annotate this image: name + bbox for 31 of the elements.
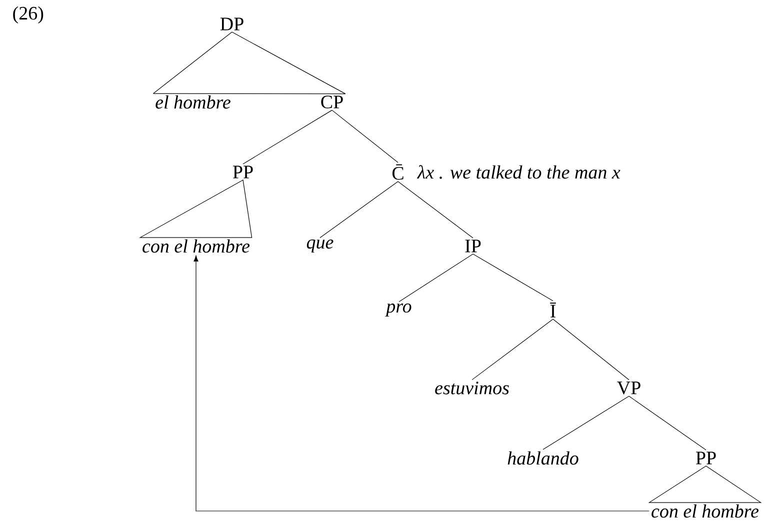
branch-line — [552, 318, 630, 380]
tree-label: con el hombre — [652, 504, 759, 518]
tree-label: estuvimos — [435, 382, 509, 394]
branch-line — [232, 32, 346, 94]
tree-label: CP — [321, 96, 343, 108]
tree-label: el hombre — [156, 95, 230, 109]
branch-line — [332, 110, 398, 163]
branch-line — [242, 110, 332, 164]
annotation: λx . we talked to the man x — [416, 165, 620, 179]
tree-label: PP — [232, 166, 253, 178]
tree-label: hablando — [508, 451, 578, 465]
branch-line — [628, 396, 706, 450]
movement-arrow — [194, 255, 650, 512]
tree-label: Ī — [550, 302, 556, 318]
branch-line — [542, 396, 630, 450]
tree-label: PP — [696, 452, 716, 464]
tree-label: pro — [385, 304, 412, 316]
tree-label: IP — [465, 240, 481, 252]
tree-label: que — [306, 240, 334, 252]
branch-line — [320, 181, 398, 238]
branch-line — [472, 254, 554, 302]
roof-triangle — [139, 180, 252, 238]
branch-line — [153, 32, 232, 94]
tree-label: C̄ — [392, 164, 404, 180]
tree-label: VP — [617, 382, 640, 394]
branch-line — [472, 318, 554, 380]
branch-line — [398, 254, 474, 302]
branch-line — [398, 181, 474, 238]
tree-label: DP — [220, 18, 244, 30]
tree-label: con el hombre — [142, 239, 250, 253]
example-number: (26) — [13, 6, 44, 24]
